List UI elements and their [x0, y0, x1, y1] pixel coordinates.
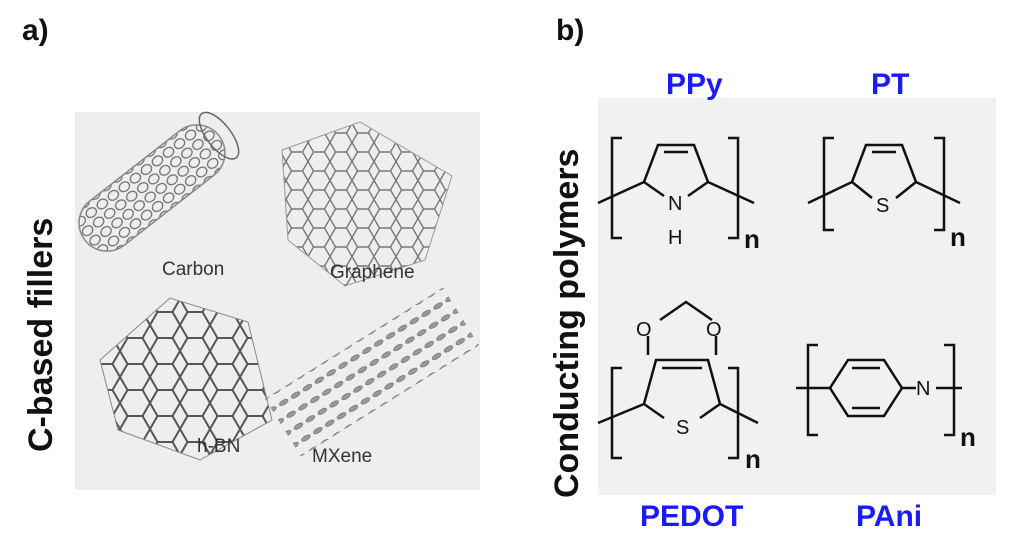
pani-structure	[796, 343, 962, 437]
ppy-atom-h: H	[668, 227, 682, 249]
pedot-repeat-n: n	[745, 444, 761, 474]
carbon-nanotube-icon	[78, 111, 240, 252]
polymer-name-pani: PAni	[856, 500, 923, 533]
pani-repeat-n: n	[960, 422, 976, 452]
caption-graphene: Graphene	[330, 262, 415, 283]
polymer-name-pedot: PEDOT	[640, 500, 744, 533]
pt-structure	[807, 136, 961, 232]
graphene-sheet-icon	[281, 121, 453, 287]
pedot-structure	[597, 300, 759, 460]
pt-atom-s: S	[876, 195, 889, 217]
polymer-name-ppy: PPy	[666, 68, 723, 101]
caption-hbn: h-BN	[197, 436, 240, 457]
pedot-atom-o-right: O	[706, 319, 722, 341]
caption-carbon: Carbon	[162, 259, 224, 280]
hbn-lattice-icon	[99, 297, 273, 461]
panel-b-label: b)	[556, 14, 585, 47]
polymers-panel	[598, 98, 996, 495]
pedot-atom-o-left: O	[636, 319, 652, 341]
ppy-repeat-n: n	[744, 224, 760, 254]
pani-atom-n: N	[916, 378, 930, 400]
pt-repeat-n: n	[950, 222, 966, 252]
polymer-name-pt: PT	[871, 68, 910, 101]
ppy-atom-n: N	[668, 193, 682, 215]
ppy-structure	[597, 136, 755, 240]
mxene-layers-icon	[264, 287, 480, 457]
pedot-atom-s: S	[676, 417, 689, 439]
panel-a-label: a)	[22, 14, 49, 47]
caption-mxene: MXene	[312, 446, 372, 467]
